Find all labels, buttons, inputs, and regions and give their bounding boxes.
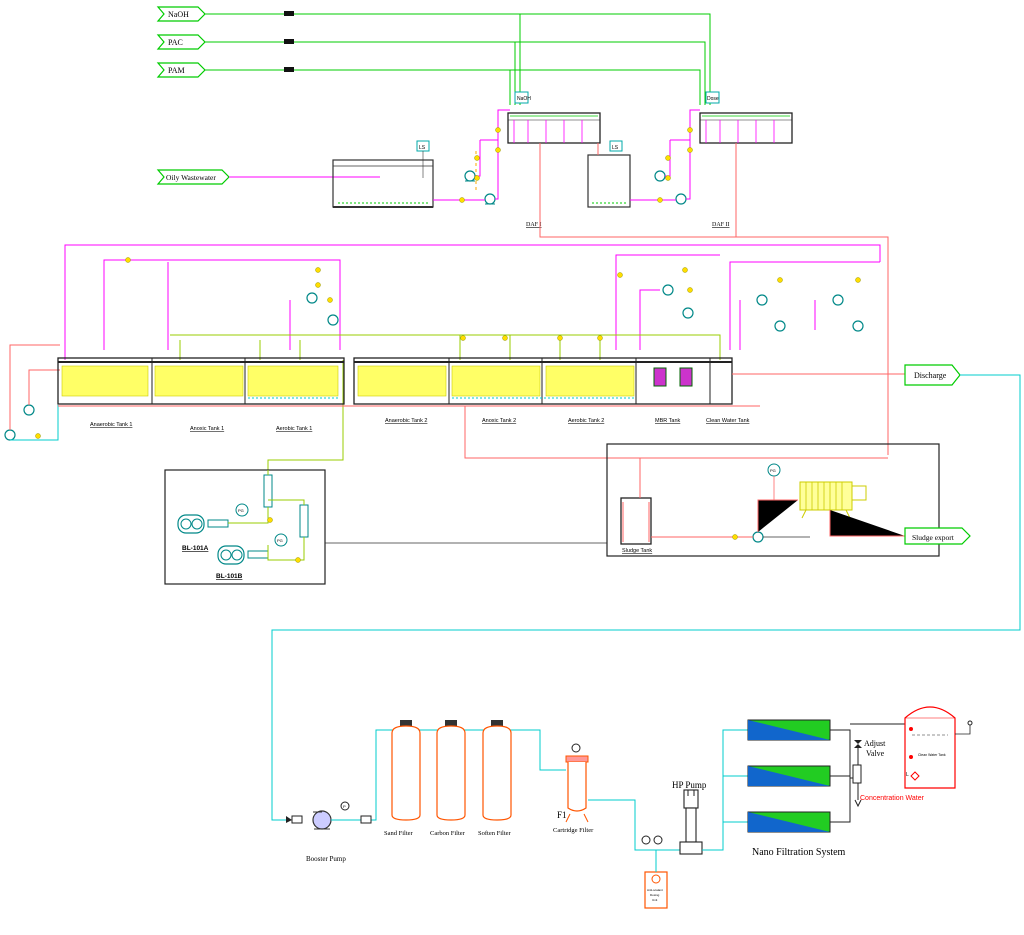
booster-pressure-gauge: P xyxy=(340,801,350,811)
label-carbon-filter: Carbon Filter xyxy=(430,830,466,837)
label-valve: Valve xyxy=(866,749,885,758)
label-anaerobic-tank-2: Anaerobic Tank 2 xyxy=(385,418,427,424)
label-naoh: NaOH xyxy=(168,10,189,19)
chem-input-naoh: NaOH xyxy=(156,6,206,22)
tank-train-1 xyxy=(57,357,345,405)
air-header xyxy=(170,334,721,470)
daf1-unit: NaOH DAF I xyxy=(507,91,601,228)
soften-filter: Soften Filter xyxy=(478,720,512,837)
hp-pump-icon xyxy=(679,789,703,855)
level-tag-2: LS xyxy=(612,145,619,151)
water-line-to-nf xyxy=(271,374,1021,821)
discharge-output: Discharge xyxy=(732,364,961,386)
label-cartridge-filter: Cartridge Filter xyxy=(553,827,594,834)
label-nf-clean-water-tank: Clean Water Tank xyxy=(918,753,946,757)
pump-daf2-b-icon xyxy=(675,193,687,205)
carbon-filter: Carbon Filter xyxy=(430,720,466,837)
nf-membrane-2 xyxy=(747,765,831,787)
label-sludge-export: Sludge export xyxy=(912,533,955,542)
label-daf2: DAF II xyxy=(712,222,730,228)
nf-inlet-valves xyxy=(286,815,303,824)
label-pam: PAM xyxy=(168,66,185,75)
intermediate-tank: LS xyxy=(587,140,631,208)
label-clean-water-tank: Clean Water Tank xyxy=(706,418,750,424)
pump-daf1-b-icon xyxy=(484,193,496,205)
label-f1: F1 xyxy=(557,810,567,820)
oily-wastewater-input: Oily Wastewater xyxy=(156,169,230,185)
pump-daf1-a-icon xyxy=(464,170,476,182)
pg-text-a: PG xyxy=(238,508,244,513)
left-pumps xyxy=(4,404,35,441)
sludge-box: Sludge Tank PG xyxy=(606,443,940,557)
label-nano-filtration-system: Nano Filtration System xyxy=(752,847,846,858)
label-bl-101a: BL-101A xyxy=(182,545,209,552)
sludge-pg-text: PG xyxy=(770,468,776,473)
blower-box: BL-101A BL-101B PG PG xyxy=(164,469,326,585)
booster-pump-icon xyxy=(312,810,332,830)
svg-text:LS: LS xyxy=(419,145,426,151)
chem-lines xyxy=(205,13,711,105)
sand-filter: Sand Filter xyxy=(384,720,421,837)
label-soften-filter: Soften Filter xyxy=(478,830,512,837)
equalization-tank xyxy=(332,159,434,208)
label-anoxic-tank-1: Anoxic Tank 1 xyxy=(190,426,224,432)
pump-daf2-a-icon xyxy=(654,170,666,182)
label-oily-wastewater: Oily Wastewater xyxy=(166,173,216,182)
feed-header xyxy=(64,244,881,360)
sludge-pump-icon xyxy=(752,531,764,543)
cartridge-filter: F1 Cartridge Filter xyxy=(553,743,594,834)
valve-markers xyxy=(35,127,861,563)
label-adjust: Adjust xyxy=(864,739,886,748)
svg-text:L: L xyxy=(906,772,909,778)
daf2-unit: Dose DAF II xyxy=(699,91,793,228)
blower-a-icon xyxy=(177,514,229,534)
label-booster-pump: Booster Pump xyxy=(306,855,346,863)
adjust-valve-icon xyxy=(852,740,862,808)
blower-b-icon xyxy=(217,545,269,565)
sludge-pressure-gauge: PG xyxy=(767,463,781,477)
label-sand-filter: Sand Filter xyxy=(384,830,414,837)
pg-text-b: PG xyxy=(277,538,283,543)
label-pac: PAC xyxy=(168,38,183,47)
filter-press-icon xyxy=(799,481,867,519)
label-anaerobic-tank-1: Anaerobic Tank 1 xyxy=(90,422,132,428)
booster-p-text: P xyxy=(343,804,346,809)
label-daf1: DAF I xyxy=(526,222,542,228)
label-anoxic-tank-2: Anoxic Tank 2 xyxy=(482,418,516,424)
nf-membrane-3 xyxy=(747,811,831,833)
label-hp-pump: HP Pump xyxy=(672,780,707,790)
sludge-export-output: Sludge export xyxy=(904,527,971,545)
pressure-gauge-a: PG xyxy=(235,503,249,517)
chem-input-pam: PAM xyxy=(156,62,206,78)
label-concentration-water: Concentration Water xyxy=(860,795,925,802)
level-indicator-1: LS xyxy=(416,140,430,178)
tank-train-2 xyxy=(353,357,733,405)
label-bl-101b: BL-101B xyxy=(216,573,243,580)
label-aerobic-tank-2: Aerobic Tank 2 xyxy=(568,418,604,424)
label-discharge: Discharge xyxy=(914,371,947,380)
daf1-chem-tag: NaOH xyxy=(517,96,531,102)
tank-labels: Anaerobic Tank 1 Anoxic Tank 1 Aerobic T… xyxy=(90,418,750,432)
pressure-gauge-b: PG xyxy=(274,533,288,547)
nf-clean-water-tank: Clean Water Tank L xyxy=(904,706,973,789)
daf2-chem-tag: Dose xyxy=(707,96,719,102)
chem-input-pac: PAC xyxy=(156,34,206,50)
dosing-label-3: Unit xyxy=(652,898,658,902)
recirc-pumps xyxy=(306,284,864,332)
dosing-unit: Anti-scalant Dosing Unit xyxy=(644,850,668,909)
chem-flowmeters xyxy=(284,11,294,72)
nf-membrane-1 xyxy=(747,719,831,741)
label-mbr-tank: MBR Tank xyxy=(655,418,681,424)
dosing-label-1: Anti-scalant xyxy=(647,888,663,892)
dosing-label-2: Dosing xyxy=(650,893,660,897)
label-sludge-tank: Sludge Tank xyxy=(622,548,652,554)
nf-pressure-gauges xyxy=(641,835,663,845)
label-aerobic-tank-1: Aerobic Tank 1 xyxy=(276,426,312,432)
